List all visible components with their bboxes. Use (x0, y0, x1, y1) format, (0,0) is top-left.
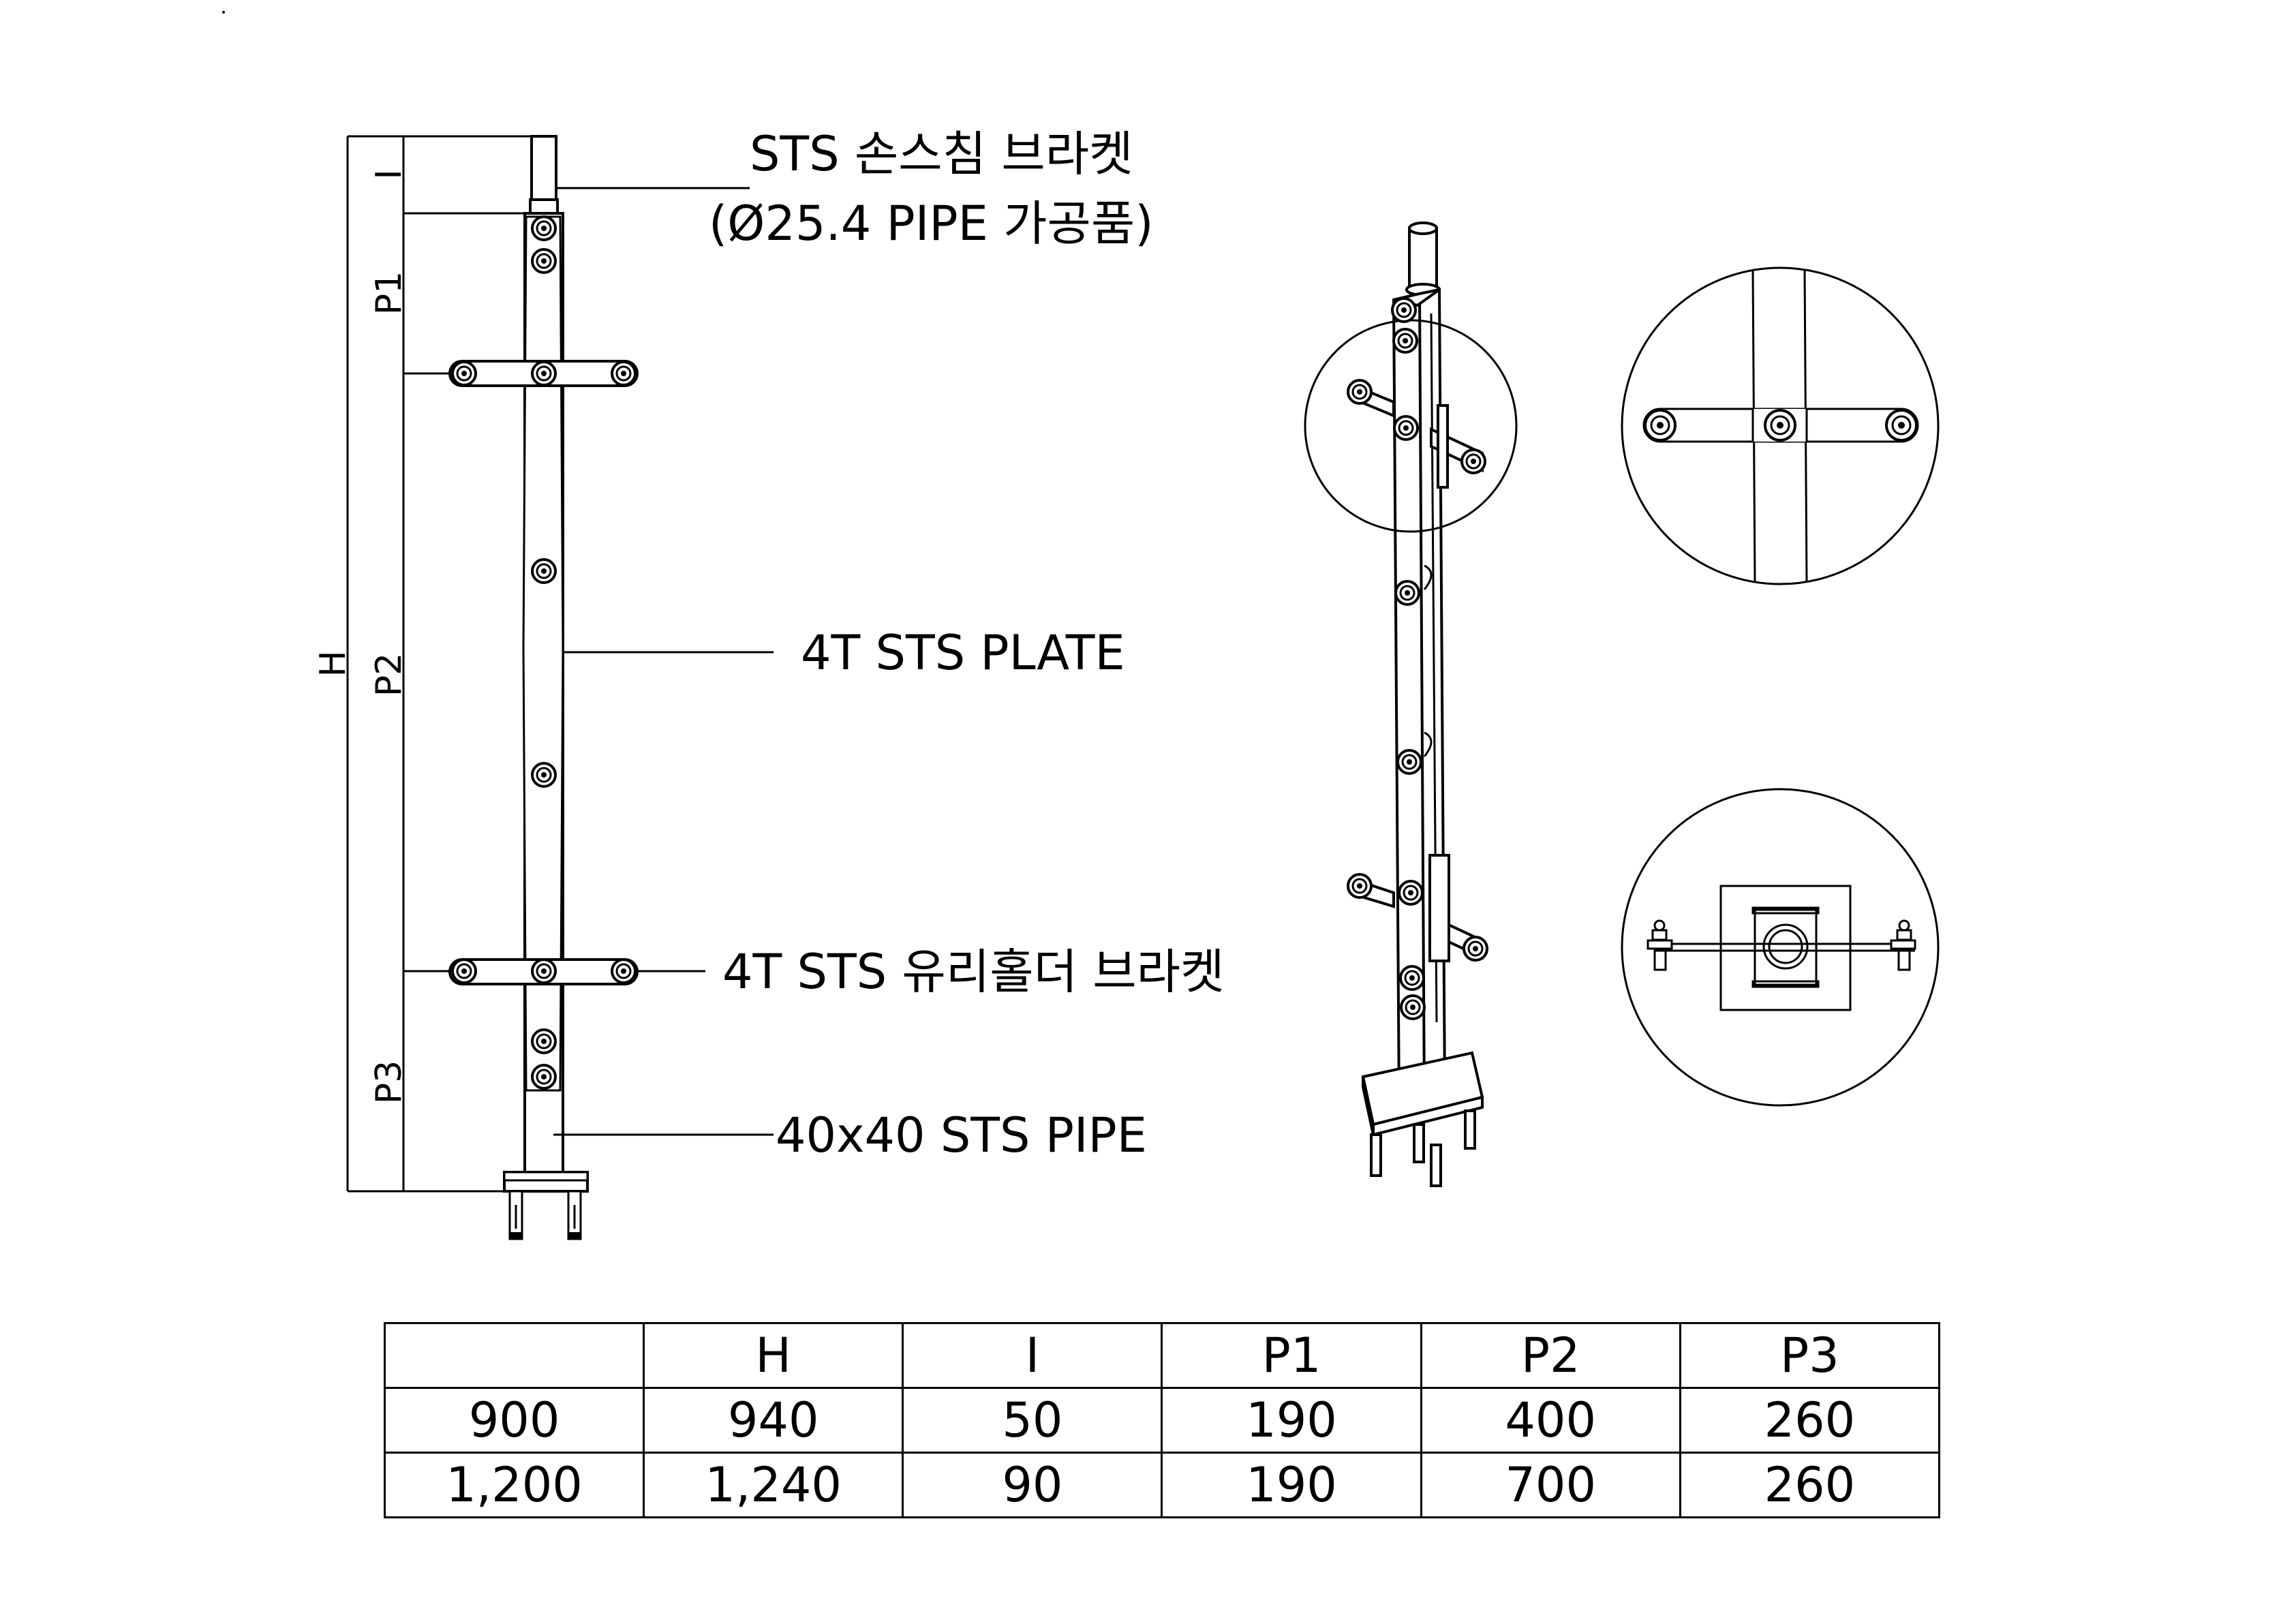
dimension-lines (346, 135, 532, 1193)
callout-glass-holder: 4T STS 유리홀더 브라켓 (722, 944, 1224, 1000)
leader-lines (553, 187, 774, 1136)
anchor-bolts (508, 1190, 582, 1240)
table-cell: 1,240 (643, 1452, 904, 1518)
callout-pipe: 40x40 STS PIPE (776, 1107, 1147, 1163)
table-header-cell: I (902, 1322, 1163, 1389)
table-row: 900 940 50 190 400 260 (383, 1387, 1941, 1454)
table-cell: 1,200 (383, 1452, 645, 1518)
table-header-cell: H (643, 1322, 904, 1389)
table-cell: 700 (1420, 1452, 1681, 1518)
spec-table: H I P1 P2 P3 900 940 50 190 400 260 1,20… (383, 1322, 1941, 1518)
table-cell: 190 (1161, 1452, 1422, 1518)
callout-bracket-line2: (Ø25.4 PIPE 가공품) (709, 196, 1154, 251)
callout-bracket-line1: STS 손스침 브라켓 (750, 126, 1133, 182)
table-cell: 900 (383, 1387, 645, 1454)
table-header-row: H I P1 P2 P3 (383, 1322, 1941, 1389)
dim-label-P3: P3 (369, 1060, 410, 1104)
table-cell: 400 (1420, 1387, 1681, 1454)
callout-plate: 4T STS PLATE (801, 625, 1125, 681)
dim-label-P1: P1 (369, 271, 410, 315)
sts-plate (522, 215, 564, 1092)
table-cell: 190 (1161, 1387, 1422, 1454)
detail-base-plan (1621, 788, 1940, 1107)
table-header-cell (383, 1322, 645, 1389)
table-cell: 260 (1679, 1387, 1941, 1454)
table-cell: 260 (1679, 1452, 1941, 1518)
table-cell: 90 (902, 1452, 1163, 1518)
table-header-cell: P3 (1679, 1322, 1941, 1389)
table-cell: 50 (902, 1387, 1163, 1454)
handrail-pipe-stub (530, 135, 557, 202)
table-cell: 940 (643, 1387, 904, 1454)
dim-label-P2: P2 (369, 653, 410, 696)
table-header-cell: P2 (1420, 1322, 1681, 1389)
dim-label-H: H (313, 650, 354, 677)
isometric-post (1304, 221, 1518, 1187)
table-header-cell: P1 (1161, 1322, 1422, 1389)
dim-label-I: I (369, 169, 410, 179)
table-row: 1,200 1,240 90 190 700 260 (383, 1452, 1941, 1518)
